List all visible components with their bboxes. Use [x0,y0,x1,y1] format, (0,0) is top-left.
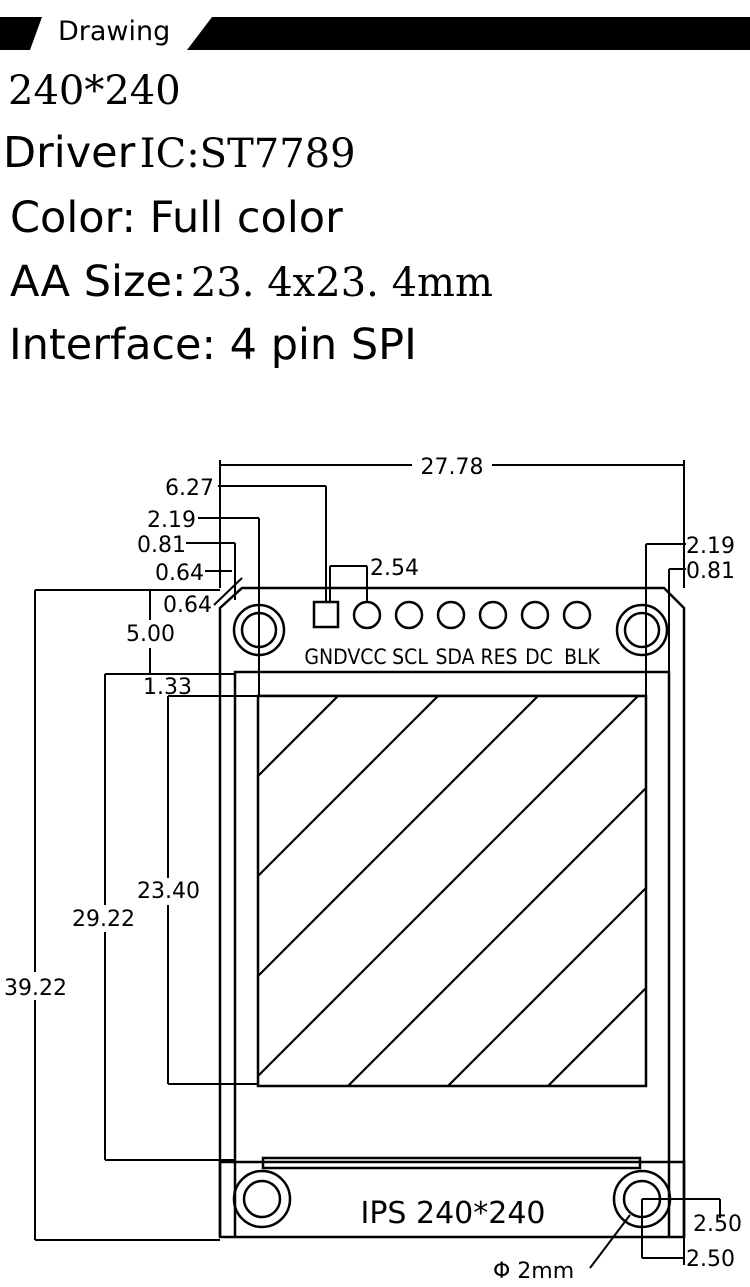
pin-pad-sda [436,600,466,630]
dim-right-0-81: 0.81 [686,559,735,584]
dim-hole-diameter: Φ 2mm [493,1259,574,1284]
pin-label-scl: SCL [392,645,428,669]
pin-pad-blk [562,600,592,630]
dim-right-2-19: 2.19 [686,534,735,559]
spec-aa-size: AA Size: 23. 4x23. 4mm [10,257,493,307]
resolution-value: 240*240 [8,68,181,114]
dim-module-height: 29.22 [72,907,135,932]
pin-label-res: RES [480,645,517,669]
module-bottom-notch [218,1160,237,1237]
pin-pad-gnd [312,600,340,629]
aa-size-value: 23. 4x23. 4mm [190,260,493,306]
pin-pads [312,600,592,630]
dim-width-total: 27.78 [421,455,484,480]
dimension-lines [34,460,721,1269]
pin-label-blk: BLK [564,645,600,669]
dim-hole-offset-b: 2.50 [686,1247,735,1272]
fpc-connector [261,1156,642,1170]
header-tab-shape [30,17,212,50]
glass-outline [233,670,671,1164]
aa-size-label: AA Size: [10,257,187,307]
pin-label-sda: SDA [435,645,474,669]
interface-label: Interface: 4 pin SPI [9,320,417,370]
spec-interface: Interface: 4 pin SPI [9,320,417,370]
pin-label-gnd: GND [304,645,347,669]
dim-left-2-19: 2.19 [147,508,196,533]
hole-bottom-left-inner [242,1179,282,1219]
dim-left-0-64-a: 0.64 [155,561,204,586]
spec-resolution: 240*240 [8,68,181,114]
dim-total-height: 39.22 [4,976,67,1001]
dim-aa-height: 23.40 [137,879,200,904]
driver-value: IC:ST7789 [139,131,356,177]
dim-pin-offset: 6.27 [165,476,214,501]
pin-label-dc: DC [525,645,553,669]
color-label: Color: Full color [10,193,343,243]
active-area-hatch [258,696,646,1086]
dim-top-1-33: 1.33 [143,675,192,700]
spec-driver: Driver IC:ST7789 [3,128,356,178]
hole-bottom-left-outer [232,1169,292,1229]
dim-left-0-64-b: 0.64 [163,593,212,618]
header-title: Drawing [58,16,171,47]
ips-label: IPS 240*240 [360,1196,545,1231]
dim-hole-offset-a: 2.50 [693,1212,742,1237]
pin-pad-dc [520,600,550,630]
pin-pad-scl [394,600,424,630]
spec-color: Color: Full color [10,193,343,243]
dim-left-0-81: 0.81 [137,533,186,558]
hole-top-right-outer [615,603,669,657]
pin-pad-res [478,600,508,630]
dim-top-5-00: 5.00 [126,622,175,647]
active-area [256,694,648,1088]
pin-pad-vcc [352,600,382,630]
hole-top-right-inner [623,611,661,649]
driver-label: Driver [3,128,136,178]
header-tab [0,17,212,50]
dim-pin-pitch: 2.54 [370,556,419,581]
pin-label-vcc: VCC [347,645,386,669]
